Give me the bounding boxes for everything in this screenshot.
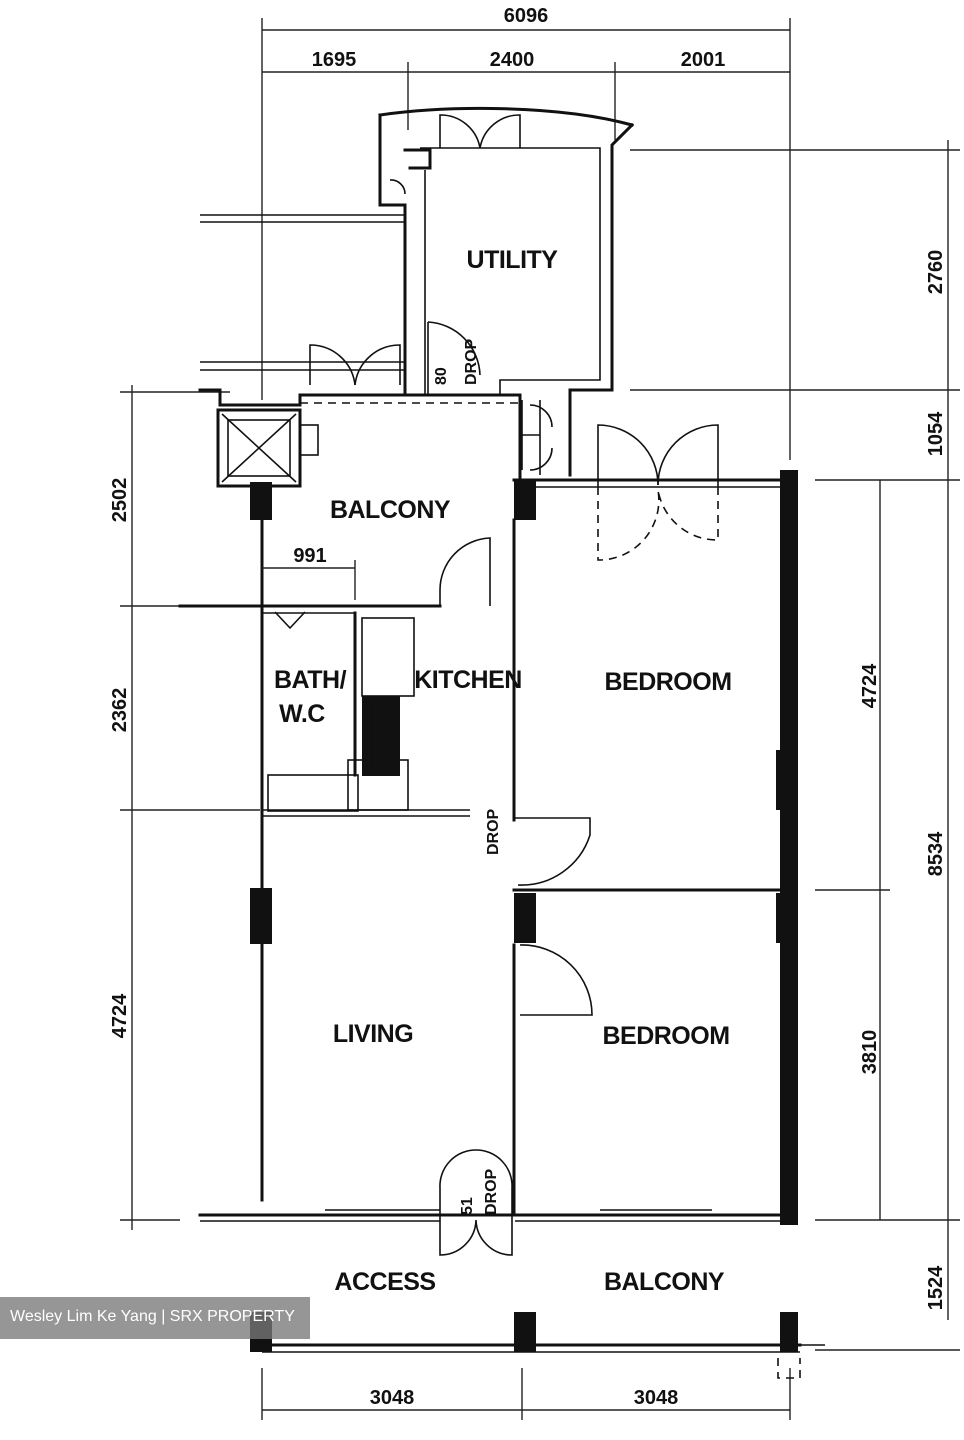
- dim-right-4: 3810: [859, 1030, 881, 1075]
- dim-left-3: 4724: [109, 993, 131, 1038]
- dim-bottom-left: 3048: [370, 1387, 415, 1409]
- drop-access-num: 51: [459, 1197, 476, 1215]
- drop-utility: DROP: [463, 338, 480, 385]
- dim-right-1: 2760: [925, 250, 947, 295]
- room-balcony-bottom: BALCONY: [604, 1268, 725, 1296]
- access-walls: [250, 1312, 825, 1379]
- utility-walls: [200, 106, 635, 477]
- dim-left-1: 2502: [109, 478, 131, 523]
- right-dimensions: [630, 140, 960, 1351]
- room-bedroom-2: BEDROOM: [602, 1022, 729, 1050]
- drop-access: DROP: [483, 1168, 500, 1215]
- dim-right-5: 1524: [925, 1265, 947, 1310]
- balcony-top-walls: [198, 344, 553, 520]
- dim-bottom-right: 3048: [634, 1387, 679, 1409]
- watermark-band: [0, 1297, 310, 1339]
- top-dimensions: [261, 18, 791, 460]
- room-bedroom-1: BEDROOM: [604, 668, 731, 696]
- dim-right-3: 4724: [859, 663, 881, 708]
- dim-top-middle: 2400: [490, 49, 535, 71]
- bath-kitchen-walls: [178, 518, 591, 1202]
- dim-bath-width: 991: [293, 545, 326, 567]
- drop-utility-num: 80: [433, 367, 450, 385]
- left-dimensions: [120, 385, 260, 1230]
- dim-top-left: 1695: [312, 49, 357, 71]
- dim-left-2: 2362: [109, 688, 131, 733]
- room-bath-line2: W.C: [279, 700, 325, 728]
- dim-top-total: 6096: [504, 5, 549, 27]
- bedroom-1-walls: [512, 424, 798, 1225]
- dim-right-2: 1054: [925, 411, 947, 456]
- room-living: LIVING: [333, 1020, 413, 1048]
- room-bath-line1: BATH/: [274, 666, 347, 694]
- dim-top-right: 2001: [681, 49, 726, 71]
- room-balcony-top: BALCONY: [330, 496, 451, 524]
- room-utility: UTILITY: [467, 246, 559, 274]
- bottom-dimensions: [261, 1368, 791, 1420]
- watermark-text: Wesley Lim Ke Yang | SRX PROPERTY: [10, 1308, 295, 1325]
- room-access: ACCESS: [334, 1268, 435, 1296]
- living-walls: [198, 888, 792, 1256]
- dim-right-total: 8534: [925, 831, 947, 876]
- drop-kitchen: DROP: [485, 808, 502, 855]
- room-kitchen: KITCHEN: [414, 666, 522, 694]
